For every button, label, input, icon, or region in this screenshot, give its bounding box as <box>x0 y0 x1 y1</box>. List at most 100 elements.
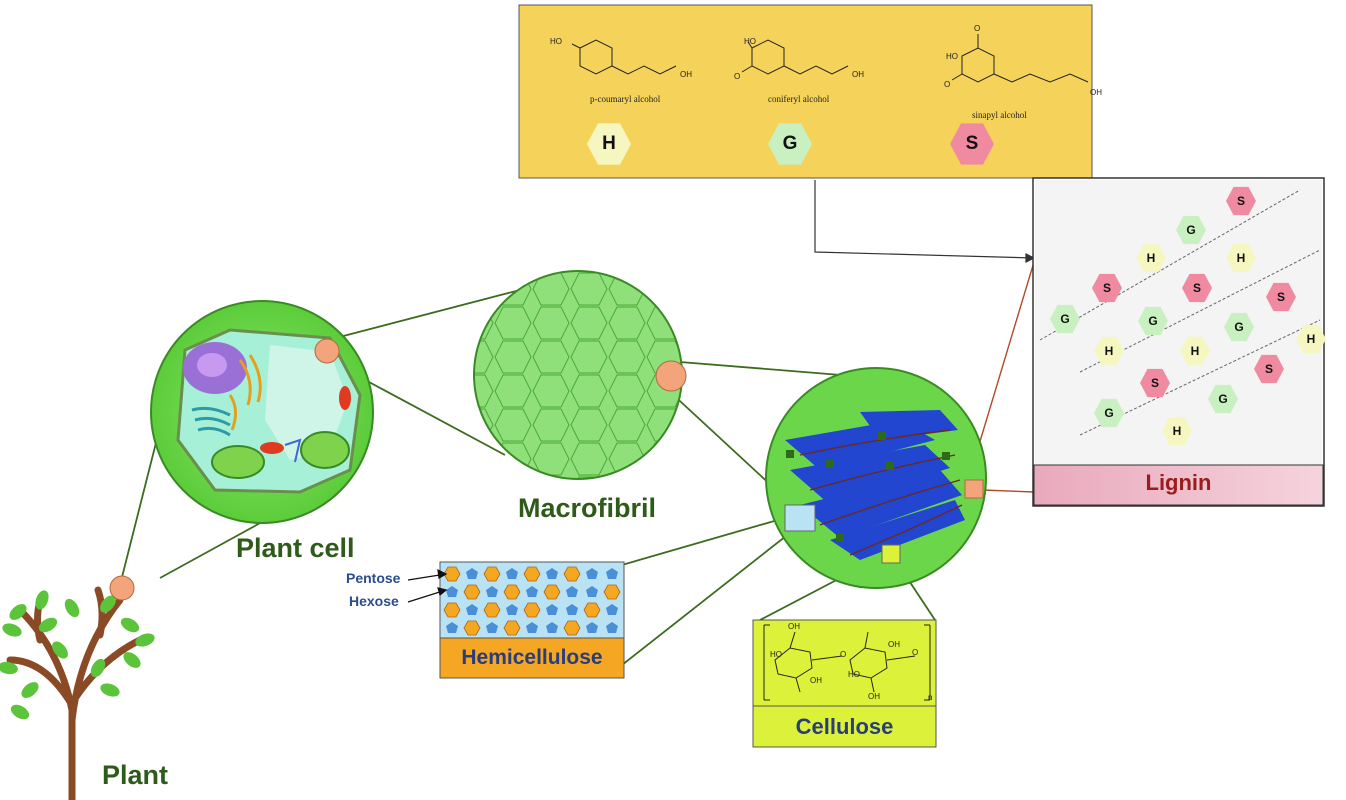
plant-label: Plant <box>102 760 169 790</box>
pentose-shape <box>566 586 578 597</box>
pentose-shape <box>566 604 578 615</box>
atom-o-3b: O <box>944 80 951 89</box>
pentose-shape <box>506 568 518 579</box>
monolignol-arrow <box>814 180 1036 263</box>
hexose-shape <box>483 566 501 582</box>
lignin-label: Lignin <box>1145 470 1212 495</box>
lignin-unit-s: S <box>1140 368 1170 398</box>
cel-oh-1: OH <box>788 622 800 631</box>
pentose-shape <box>606 568 618 579</box>
lignin-unit-g: G <box>1224 312 1254 342</box>
cel-o-1: O <box>840 650 847 659</box>
pentose-shape <box>486 586 498 597</box>
pentose-label: Pentose <box>346 570 401 586</box>
atom-oh-2: OH <box>852 70 864 79</box>
atom-ho-1: HO <box>550 37 562 46</box>
hemicellulose-box <box>439 561 625 679</box>
pentose-shape <box>506 604 518 615</box>
pentose-shape <box>526 622 538 633</box>
lignin-unit-g: G <box>1208 384 1238 414</box>
pentose-shape <box>446 586 458 597</box>
tree-illustration <box>0 586 155 800</box>
lignin-unit-s: S <box>1254 354 1284 384</box>
cellulose-box <box>752 619 937 748</box>
pentose-shape <box>526 586 538 597</box>
hexose-shape <box>523 566 541 582</box>
cel-n: n <box>928 693 933 702</box>
lignin-unit-g: G <box>1176 215 1206 245</box>
lignin-unit-h: H <box>1094 336 1124 366</box>
plant-cell-label: Plant cell <box>236 533 355 563</box>
macrofibril-circle <box>473 270 683 480</box>
hexose-shape <box>583 602 601 618</box>
atom-o-3a: O <box>974 24 981 33</box>
hemicellulose-marker <box>784 504 816 532</box>
lignin-unit-g: G <box>1050 304 1080 334</box>
lignin-unit-s: S <box>1092 273 1122 303</box>
p-coumaryl-label: p-coumaryl alcohol <box>590 94 661 104</box>
sugar-arrows <box>407 568 448 603</box>
hexose-shape <box>563 620 581 636</box>
pentose-shape <box>486 622 498 633</box>
cel-oh-4: OH <box>868 692 880 701</box>
hexose-shape <box>603 584 621 600</box>
lignin-unit-h: H <box>1180 336 1210 366</box>
macrofibril-marker <box>655 360 687 392</box>
lignin-unit-s: S <box>1266 282 1296 312</box>
lignin-unit-g: G <box>1094 398 1124 428</box>
cel-ho-2: HO <box>848 670 860 679</box>
lignin-marker <box>964 479 984 499</box>
lignin-unit-h: H <box>1226 243 1256 273</box>
atom-ho-3: HO <box>946 52 958 61</box>
hexose-shape <box>563 566 581 582</box>
lignin-unit-s: S <box>1182 273 1212 303</box>
plant-cell-marker <box>314 338 340 364</box>
pentose-shape <box>546 622 558 633</box>
lignin-connectors <box>974 261 1035 493</box>
hexose-shape <box>483 602 501 618</box>
atom-o-2: O <box>734 72 741 81</box>
atom-oh-3: OH <box>1090 88 1102 97</box>
coniferyl-label: coniferyl alcohol <box>768 94 830 104</box>
cel-o-2: O <box>912 648 919 657</box>
pentose-shape <box>586 622 598 633</box>
hexose-shape <box>463 620 481 636</box>
plant-marker <box>109 575 135 601</box>
hexose-shape <box>463 584 481 600</box>
cel-oh-3: OH <box>888 640 900 649</box>
lignin-unit-g: G <box>1138 306 1168 336</box>
cel-ho-1: HO <box>770 650 782 659</box>
hexose-shape <box>443 602 461 618</box>
pentose-shape <box>546 568 558 579</box>
cellulose-label: Cellulose <box>795 714 894 739</box>
pentose-shape <box>466 604 478 615</box>
pentose-shape <box>606 604 618 615</box>
cel-oh-2: OH <box>810 676 822 685</box>
hexose-label: Hexose <box>349 593 399 609</box>
lignin-unit-h: H <box>1136 243 1166 273</box>
hexose-shape <box>523 602 541 618</box>
hemicellulose-label: Hemicellulose <box>461 646 603 669</box>
macrofibril-label: Macrofibril <box>518 493 657 523</box>
pentose-shape <box>586 568 598 579</box>
sinapyl-label: sinapyl alcohol <box>972 110 1027 120</box>
lignin-unit-h: H <box>1162 416 1192 446</box>
cellulose-marker <box>881 544 901 564</box>
pentose-shape <box>546 604 558 615</box>
lignin-unit-s: S <box>1226 186 1256 216</box>
pentose-shape <box>446 622 458 633</box>
atom-ho-2: HO <box>744 37 756 46</box>
hexose-shape <box>443 566 461 582</box>
pentose-shape <box>606 622 618 633</box>
hexose-shape <box>543 584 561 600</box>
pentose-shape <box>586 586 598 597</box>
hexose-shape <box>503 620 521 636</box>
pentose-shape <box>466 568 478 579</box>
atom-oh-1: OH <box>680 70 692 79</box>
plant-cell-circle <box>150 300 374 524</box>
hexose-shape <box>503 584 521 600</box>
fibril-circle <box>765 367 987 589</box>
lignin-unit-h: H <box>1296 324 1326 354</box>
